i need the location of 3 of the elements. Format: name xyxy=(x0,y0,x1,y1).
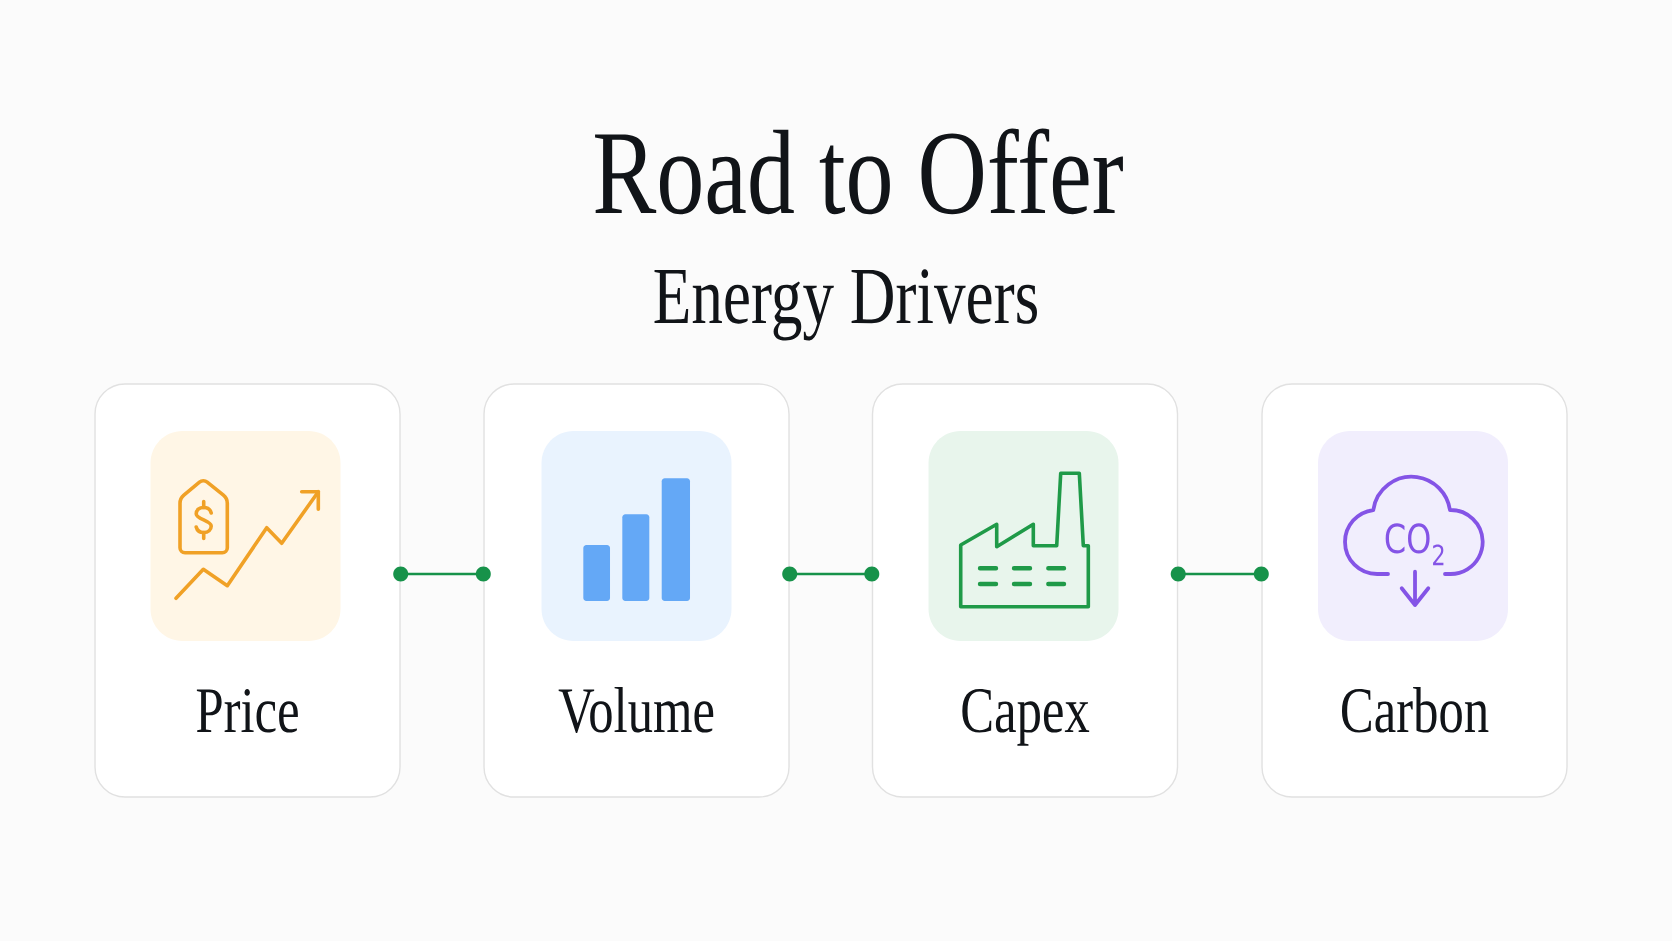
subtitle: Energy Drivers xyxy=(654,269,1037,341)
title: Road to Offer xyxy=(595,128,1123,215)
formula-label: CO$_{2}$ xyxy=(1385,523,1444,566)
